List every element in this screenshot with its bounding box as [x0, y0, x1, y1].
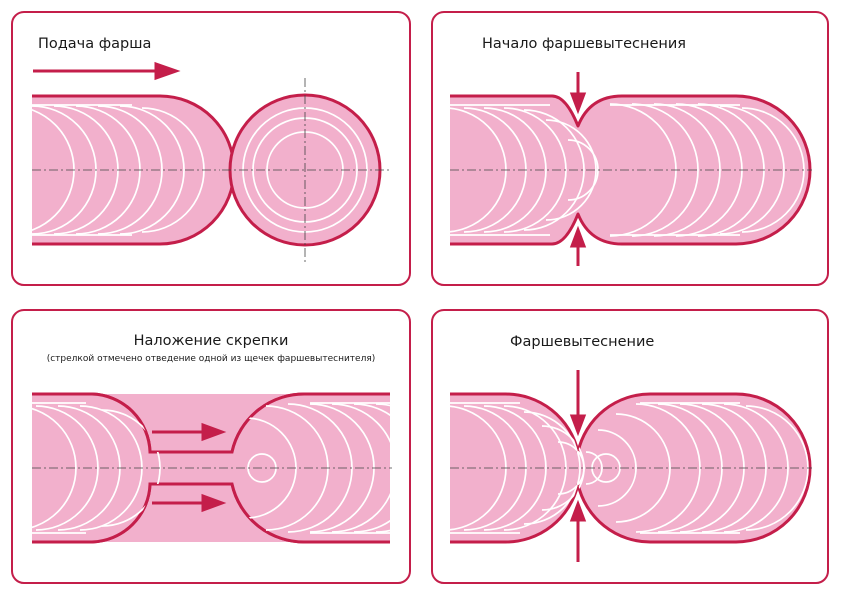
clamp-arrow-top [569, 370, 587, 437]
retract-arrow-top [152, 422, 227, 442]
retract-arrow-bottom [152, 493, 227, 513]
feed-arrow [33, 61, 181, 81]
panel-title: Наложение скрепки [134, 333, 289, 349]
panel-title: Фаршевытеснение [510, 334, 654, 350]
casing-outline [32, 392, 390, 544]
panel-clip-application: Наложение скрепки (стрелкой отмечено отв… [11, 309, 411, 584]
clamp-arrow-top [569, 72, 587, 115]
panel-title: Подача фарша [38, 36, 151, 52]
panel-subtitle: (стрелкой отмечено отведение одной из ще… [47, 354, 376, 364]
panel-title: Начало фаршевытеснения [482, 36, 686, 52]
panel-start-displacement: Начало фаршевытеснения [431, 11, 829, 286]
clamp-arrow-bottom [569, 499, 587, 562]
panel-displacement: Фаршевытеснение [431, 309, 829, 584]
clamp-arrow-bottom [569, 225, 587, 266]
panel-feed: Подача фарша [11, 11, 411, 286]
meat-fill [450, 393, 810, 543]
